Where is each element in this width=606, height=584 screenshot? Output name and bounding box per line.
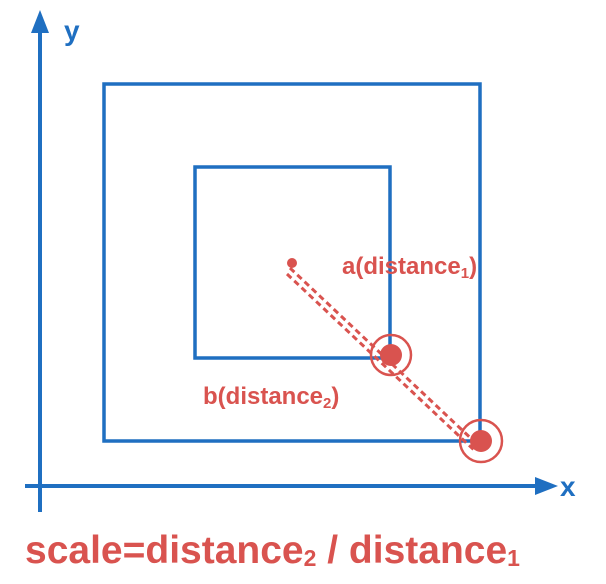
outer-square bbox=[102, 82, 482, 443]
label-a-suffix: ) bbox=[469, 253, 477, 280]
distance-line-2 bbox=[285, 272, 476, 452]
label-a: a(distance1) bbox=[342, 253, 477, 282]
label-a-subscript: 1 bbox=[461, 265, 469, 282]
y-axis-label: y bbox=[64, 15, 80, 46]
label-b-prefix: b(distance bbox=[203, 383, 323, 410]
center-point bbox=[287, 258, 297, 268]
point-b-ring bbox=[458, 418, 504, 464]
inner-square bbox=[193, 165, 392, 360]
distance-line-1 bbox=[288, 266, 480, 447]
label-b: b(distance2) bbox=[203, 383, 339, 412]
label-b-subscript: 2 bbox=[323, 395, 331, 412]
x-axis-arrowhead bbox=[535, 477, 558, 495]
formula-sub1: 2 bbox=[303, 545, 317, 571]
point-b bbox=[470, 430, 492, 452]
formula-sub2: 1 bbox=[507, 545, 520, 571]
formula-part2: / distance bbox=[316, 529, 508, 572]
formula-part1: scale=distance bbox=[25, 529, 304, 572]
x-axis-label: x bbox=[560, 471, 576, 502]
point-a-ring bbox=[369, 333, 413, 377]
scale-formula: scale=distance2 / distance1 bbox=[25, 527, 520, 582]
label-b-suffix: ) bbox=[331, 383, 339, 410]
y-axis-arrowhead bbox=[31, 10, 49, 33]
label-a-prefix: a(distance bbox=[342, 253, 461, 280]
point-a bbox=[380, 344, 402, 366]
